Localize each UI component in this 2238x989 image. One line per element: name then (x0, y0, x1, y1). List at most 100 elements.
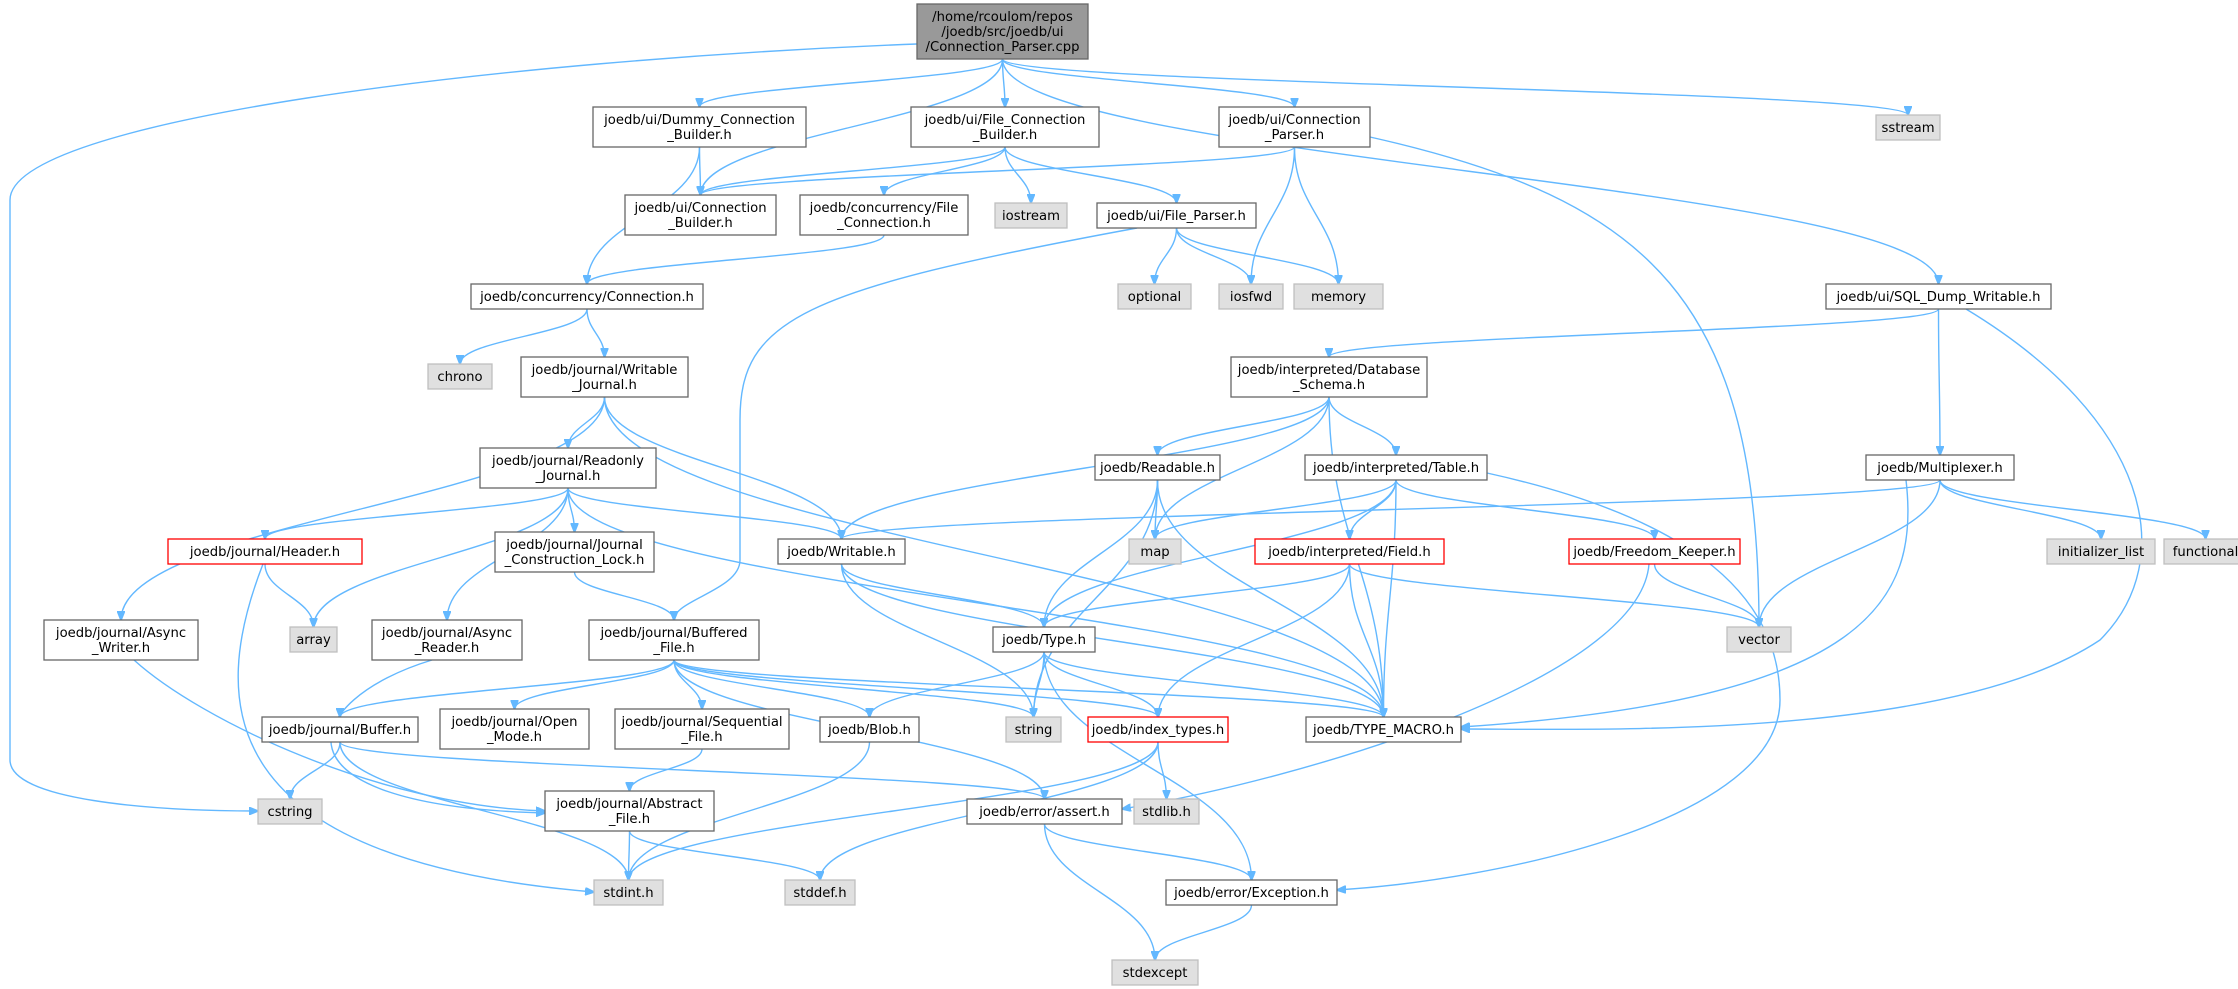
node-assert-box (966, 798, 1123, 825)
node-root[interactable]: /home/rcoulom/repos/joedb/src/joedb/ui/C… (916, 3, 1089, 60)
node-bf-label-line-0: joedb/journal/Buffered (599, 626, 747, 641)
edge-mux-to-initlist (1939, 479, 2101, 539)
node-blob[interactable]: joedb/Blob.h (819, 716, 920, 743)
node-cfc-label-line-1: _Connection.h (836, 216, 931, 231)
node-type[interactable]: joedb/Type.h (992, 626, 1096, 653)
edge-field-to-idx (1158, 563, 1351, 717)
node-assert[interactable]: joedb/error/assert.h (966, 798, 1123, 825)
edge-root-to-cph (1001, 58, 1295, 107)
edge-mux-to-writable (842, 479, 1941, 539)
node-conn[interactable]: joedb/concurrency/Connection.h (470, 283, 704, 310)
node-vector-box (1726, 626, 1792, 653)
node-dummy-box (592, 106, 807, 148)
node-cstring-box (257, 798, 323, 825)
edge-fcb-to-fparser (1004, 146, 1177, 203)
edge-absfile-to-stddef (628, 830, 821, 880)
node-rj-box (479, 447, 657, 489)
node-typemacro[interactable]: joedb/TYPE_MACRO.h (1305, 716, 1462, 743)
edge-field-to-type (1044, 563, 1351, 627)
node-wj[interactable]: joedb/journal/Writable_Journal.h (520, 356, 689, 398)
edge-field-to-typemacro (1348, 563, 1384, 717)
node-stdlib: stdlib.h (1133, 798, 1200, 825)
node-cph[interactable]: joedb/ui/Connection_Parser.h (1218, 106, 1371, 148)
edge-table-to-freedom (1395, 479, 1655, 539)
node-string-box (1005, 716, 1062, 743)
node-field[interactable]: joedb/interpreted/Field.h (1254, 538, 1445, 565)
node-blob-label-line-0: joedb/Blob.h (827, 723, 911, 738)
node-rj-label-line-0: joedb/journal/Readonly (491, 454, 644, 469)
edge-bf-to-blob (673, 659, 870, 717)
node-sstream: sstream (1875, 114, 1941, 141)
node-functional: functional (2163, 538, 2238, 565)
node-header[interactable]: joedb/journal/Header.h (167, 538, 363, 565)
node-fparser[interactable]: joedb/ui/File_Parser.h (1096, 202, 1257, 229)
node-jcl-box (494, 531, 655, 573)
node-functional-box (2163, 538, 2238, 565)
node-openmode[interactable]: joedb/journal/Open_Mode.h (439, 708, 590, 750)
node-cph-label-line-0: joedb/ui/Connection (1227, 113, 1360, 128)
node-aw[interactable]: joedb/journal/Async_Writer.h (43, 619, 199, 661)
node-typemacro-box (1305, 716, 1462, 743)
edge-idx-to-stdint (629, 741, 1159, 880)
edge-dbschema-to-table (1328, 396, 1396, 455)
edge-sqldump-to-dbschema (1329, 308, 1940, 357)
node-mux[interactable]: joedb/Multiplexer.h (1865, 454, 2015, 481)
node-ar-box (371, 619, 523, 661)
edge-table-to-map (1155, 479, 1397, 539)
edge-bf-to-openmode (515, 659, 675, 709)
node-array-box (289, 626, 338, 653)
node-cfc-box (799, 194, 969, 236)
node-buffer[interactable]: joedb/journal/Buffer.h (261, 716, 419, 743)
node-typemacro-label-line-0: joedb/TYPE_MACRO.h (1312, 723, 1454, 738)
edge-mux-to-vector (1759, 479, 1941, 627)
node-cstring-label-line-0: cstring (267, 805, 312, 820)
node-iostream-box (994, 202, 1068, 229)
node-jcl-label-line-1: _Construction_Lock.h (504, 553, 645, 568)
node-readable[interactable]: joedb/Readable.h (1094, 454, 1221, 481)
edge-idx-to-stdlib (1157, 741, 1167, 799)
node-cfc[interactable]: joedb/concurrency/File_Connection.h (799, 194, 969, 236)
node-header-label-line-0: joedb/journal/Header.h (189, 545, 340, 560)
node-cbh-label-line-1: _Builder.h (667, 216, 733, 231)
edge-assert-to-exception (1043, 823, 1252, 880)
node-freedom-box (1568, 538, 1741, 565)
node-sqldump[interactable]: joedb/ui/SQL_Dump_Writable.h (1825, 283, 2052, 310)
edge-writable-to-typemacro (840, 563, 1384, 717)
node-cph-label-line-1: _Parser.h (1264, 128, 1324, 143)
node-blob-box (819, 716, 920, 743)
node-cbh[interactable]: joedb/ui/Connection_Builder.h (624, 194, 777, 236)
node-fparser-box (1096, 202, 1257, 229)
node-rj[interactable]: joedb/journal/Readonly_Journal.h (479, 447, 657, 489)
node-bf[interactable]: joedb/journal/Buffered_File.h (588, 619, 760, 661)
edge-cph-to-iosfwd (1251, 146, 1296, 284)
nodes-layer: /home/rcoulom/repos/joedb/src/joedb/ui/C… (43, 3, 2238, 986)
edge-wj-to-rj (568, 396, 606, 448)
node-chrono-label-line-0: chrono (437, 370, 482, 385)
node-seqfile-label-line-0: joedb/journal/Sequential (620, 715, 782, 730)
edge-assert-to-stdexcept (1043, 823, 1156, 960)
node-table[interactable]: joedb/interpreted/Table.h (1304, 454, 1488, 481)
node-iosfwd: iosfwd (1218, 283, 1284, 310)
edge-buffer-to-stdint (339, 741, 629, 880)
node-stddef: stddef.h (784, 879, 856, 906)
node-exception[interactable]: joedb/error/Exception.h (1165, 879, 1338, 906)
node-absfile[interactable]: joedb/journal/Abstract_File.h (544, 790, 715, 832)
node-writable[interactable]: joedb/Writable.h (777, 538, 906, 565)
node-fcb[interactable]: joedb/ui/File_Connection_Builder.h (910, 106, 1100, 148)
node-seqfile[interactable]: joedb/journal/Sequential_File.h (614, 708, 790, 750)
node-cstring: cstring (257, 798, 323, 825)
edge-dbschema-to-writable (842, 396, 1330, 539)
node-type-label-line-0: joedb/Type.h (1001, 633, 1086, 648)
node-dummy[interactable]: joedb/ui/Dummy_Connection_Builder.h (592, 106, 807, 148)
edge-bf-to-idx (673, 659, 1158, 717)
node-type-box (992, 626, 1096, 653)
edge-rj-to-typemacro (567, 487, 1384, 717)
node-jcl[interactable]: joedb/journal/Journal_Construction_Lock.… (494, 531, 655, 573)
node-ar[interactable]: joedb/journal/Async_Reader.h (371, 619, 523, 661)
node-idx[interactable]: joedb/index_types.h (1087, 716, 1229, 743)
node-freedom[interactable]: joedb/Freedom_Keeper.h (1568, 538, 1741, 565)
node-dbschema[interactable]: joedb/interpreted/Database_Schema.h (1230, 356, 1428, 398)
edge-freedom-to-vector (1653, 563, 1760, 627)
node-sstream-label-line-0: sstream (1881, 121, 1934, 136)
